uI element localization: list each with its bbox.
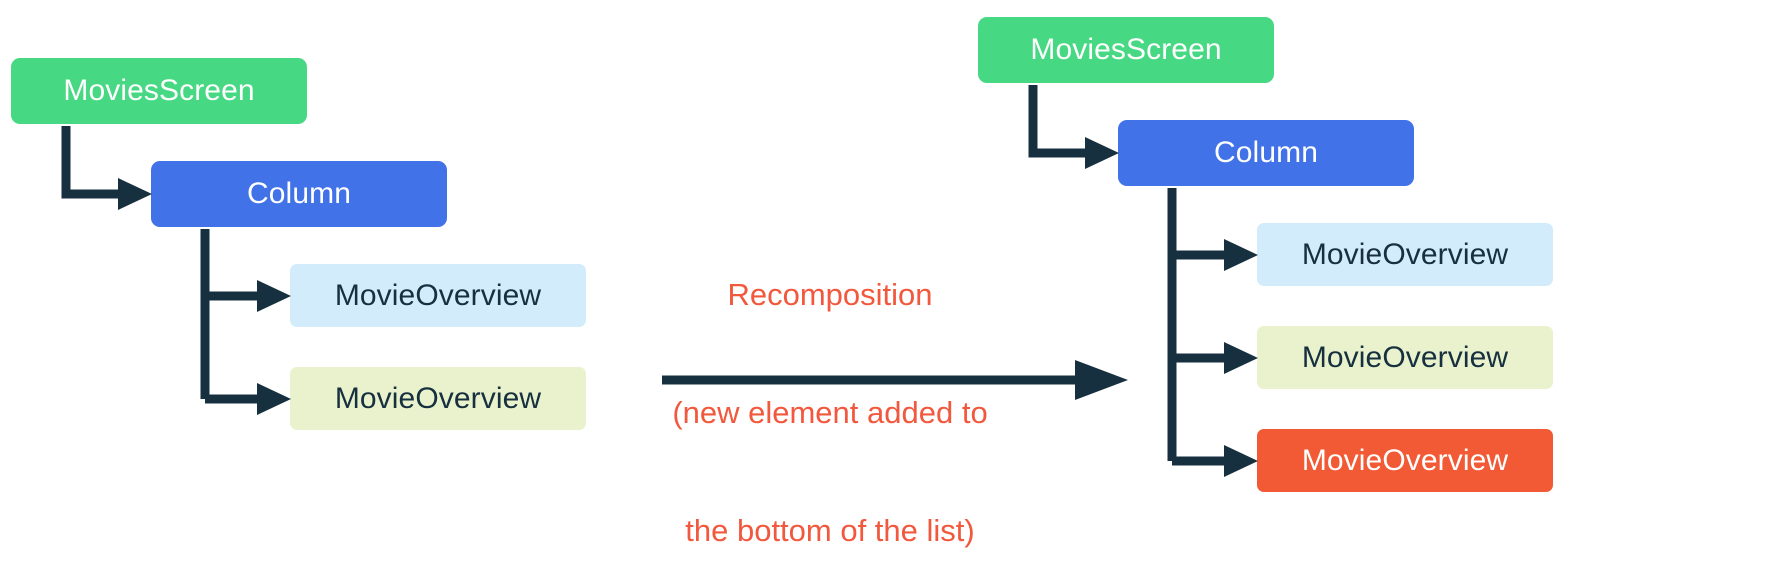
node-column-before[interactable]: Column [151,161,447,227]
node-label: Column [1214,136,1318,169]
node-movie-overview-2-after[interactable]: MovieOverview [1257,326,1553,389]
recomposition-caption: Recomposition (new element added to the … [655,196,1005,584]
node-column-after[interactable]: Column [1118,120,1414,186]
node-movie-overview-1-before[interactable]: MovieOverview [290,264,586,327]
node-label: MoviesScreen [1030,33,1222,66]
node-label: Column [247,177,351,210]
node-movie-overview-3-after[interactable]: MovieOverview [1257,429,1553,492]
caption-line-3: the bottom of the list) [685,512,975,548]
node-movie-overview-2-before[interactable]: MovieOverview [290,367,586,430]
caption-line-2: (new element added to [672,394,988,430]
node-label: MovieOverview [1301,443,1509,477]
node-label: MoviesScreen [63,74,255,107]
node-movie-overview-1-after[interactable]: MovieOverview [1257,223,1553,286]
node-label: MovieOverview [1301,237,1509,271]
node-label: MovieOverview [334,278,542,312]
node-movies-screen-before[interactable]: MoviesScreen [11,58,307,124]
caption-line-1: Recomposition [727,276,933,312]
node-movies-screen-after[interactable]: MoviesScreen [978,17,1274,83]
node-label: MovieOverview [334,381,542,415]
node-label: MovieOverview [1301,340,1509,374]
